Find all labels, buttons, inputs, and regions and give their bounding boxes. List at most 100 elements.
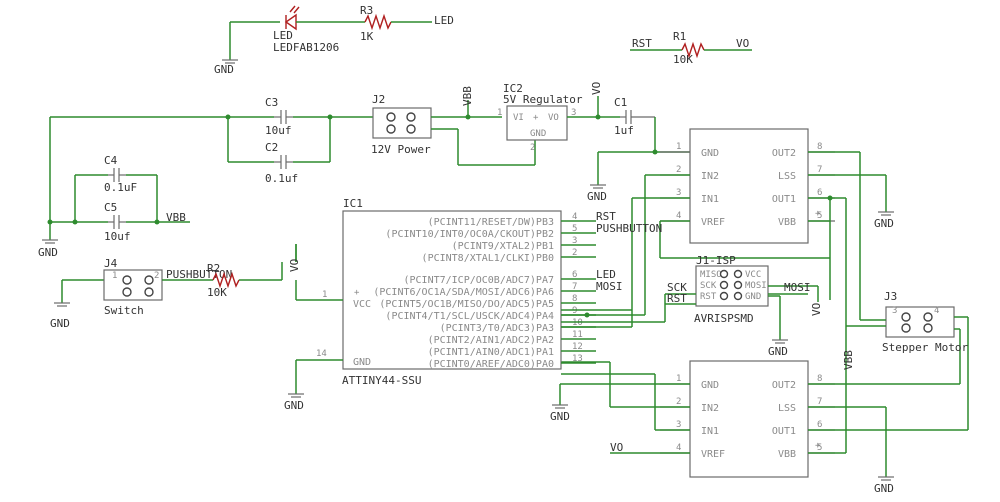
isp-net-rst: RST xyxy=(667,292,687,305)
j2-name: J2 xyxy=(372,93,385,106)
r2-resistor xyxy=(212,271,240,289)
ic1-net-label: MOSI xyxy=(596,280,623,293)
driver-pin-function: VBB xyxy=(778,449,796,460)
isp-pin-label: GND xyxy=(745,292,761,302)
ic1-net-label: LED xyxy=(596,268,616,281)
driver-pin-number: 2 xyxy=(676,397,681,407)
svg-text:3: 3 xyxy=(571,108,576,118)
driver-pin-number: 8 xyxy=(817,142,822,152)
ic2-gnd: GND xyxy=(530,129,546,139)
svg-text:+: + xyxy=(533,113,539,123)
ic1-pin-function: (PCINT9/XTAL2)PB1 xyxy=(452,241,554,252)
gnd-label: GND xyxy=(214,63,234,76)
j3-stepper-connector: 3 4 J3 Stepper Motor xyxy=(846,290,968,354)
driver-top-body xyxy=(689,128,809,244)
gnd-label-isp: GND xyxy=(768,345,788,358)
driver-pin-number: 1 xyxy=(676,142,681,152)
ic1-pin-number: 10 xyxy=(572,318,583,328)
j3-value: Stepper Motor xyxy=(882,341,968,354)
driver-pin-function: OUT1 xyxy=(772,426,796,437)
driver-pin-number: 4 xyxy=(676,211,681,221)
svg-text:+: + xyxy=(815,441,821,451)
r1-group: RST VO R1 10K xyxy=(630,30,752,66)
gnd-label-db: GND xyxy=(550,410,570,423)
ic1-pin-function: (PCINT3/T0/ADC3)PA3 xyxy=(440,323,554,334)
ic1-pin-function: (PCINT0/AREF/ADC0)PA0 xyxy=(428,359,554,370)
ic1-net-label: RST xyxy=(596,210,616,223)
j4-name: J4 xyxy=(104,257,118,270)
isp-pad xyxy=(733,280,743,290)
ic1-vcc: VCC xyxy=(353,299,371,310)
ic2-regulator xyxy=(506,105,568,141)
driver-pin-number: 6 xyxy=(817,188,822,198)
c4-value: 0.1uF xyxy=(104,181,137,194)
r1-net-vo: VO xyxy=(736,37,749,50)
ic1-gnd-pin: 14 xyxy=(316,349,327,359)
gnd-label-dt: GND xyxy=(874,217,894,230)
ic1-pin-number: 3 xyxy=(572,236,577,246)
isp-pad xyxy=(719,280,729,290)
driver-pin-function: OUT1 xyxy=(772,194,796,205)
gnd-label-reg: GND xyxy=(587,190,607,203)
svg-text:+: + xyxy=(354,288,360,298)
gnd-label-db2: GND xyxy=(874,482,894,495)
vbb-net-db: VBB xyxy=(842,350,855,370)
driver-pin-function: OUT2 xyxy=(772,380,796,391)
ic2-value: 5V Regulator xyxy=(503,93,583,106)
gnd-label-ic1: GND xyxy=(284,399,304,412)
vo-net-reg: VO xyxy=(590,82,603,95)
isp-pad xyxy=(719,291,729,301)
driver-pin-function: VBB xyxy=(778,217,796,228)
isp-pin-label: SCK xyxy=(700,281,717,291)
r3-resistor xyxy=(364,13,392,31)
svg-text:2: 2 xyxy=(154,271,159,281)
isp-name: J1-ISP xyxy=(696,254,736,267)
r1-net-rst: RST xyxy=(632,37,652,50)
r2-name: R2 xyxy=(207,262,220,275)
c2-value: 0.1uf xyxy=(265,172,298,185)
vo-net-db: VO xyxy=(610,441,623,454)
driver-pin-function: GND xyxy=(701,380,719,391)
svg-text:1: 1 xyxy=(497,108,502,118)
svg-text:3: 3 xyxy=(892,306,897,316)
driver-pin-function: VREF xyxy=(701,217,725,228)
ic1-pin-number: 7 xyxy=(572,282,577,292)
ic2-name: IC2 xyxy=(503,82,523,95)
ic1-pin-number: 12 xyxy=(572,342,583,352)
ic1-pin-number: 9 xyxy=(572,306,577,316)
c3-name: C3 xyxy=(265,96,278,109)
isp-net-mosi: MOSI xyxy=(784,281,811,294)
r3-value: 1K xyxy=(360,30,374,43)
driver-pin-function: IN1 xyxy=(701,426,719,437)
j4-net-pushbutton: PUSHBUTTON xyxy=(166,268,232,281)
isp-pin-label: RST xyxy=(700,292,717,302)
r1-name: R1 xyxy=(673,30,686,43)
r1-value: 10K xyxy=(673,53,693,66)
c4-name: C4 xyxy=(104,154,118,167)
ic1-pin-function: (PCINT5/OC1B/MISO/DO/ADC5)PA5 xyxy=(379,299,554,310)
driver-pin-number: 7 xyxy=(817,165,822,175)
power-section: GND C4 0.1uF C5 10uf VBB C3 10uf C2 xyxy=(38,82,690,259)
driver-pin-number: 4 xyxy=(676,443,681,453)
driver-pin-function: IN1 xyxy=(701,194,719,205)
isp-pad xyxy=(733,269,743,279)
ic1-name: IC1 xyxy=(343,197,363,210)
svg-text:1: 1 xyxy=(112,271,117,281)
driver-pin-function: IN2 xyxy=(701,403,719,414)
j4-switch: GND 1 2 J4 Switch PUSHBUTTON R2 10K xyxy=(50,257,283,330)
driver-pin-number: 3 xyxy=(676,420,681,430)
gnd-label-j4: GND xyxy=(50,317,70,330)
driver-pin-number: 5 xyxy=(817,443,822,453)
ic1-pin-function: (PCINT2/AIN1/ADC2)PA2 xyxy=(428,335,554,346)
vbb-net-c5: VBB xyxy=(166,211,186,224)
ic1-pin-function: (PCINT8/XTAL1/CLKI)PB0 xyxy=(422,253,554,264)
j2-connector xyxy=(372,107,432,139)
gnd-label-c5: GND xyxy=(38,246,58,259)
isp-pin-label: MOSI xyxy=(745,281,767,291)
j2-value: 12V Power xyxy=(371,143,431,156)
